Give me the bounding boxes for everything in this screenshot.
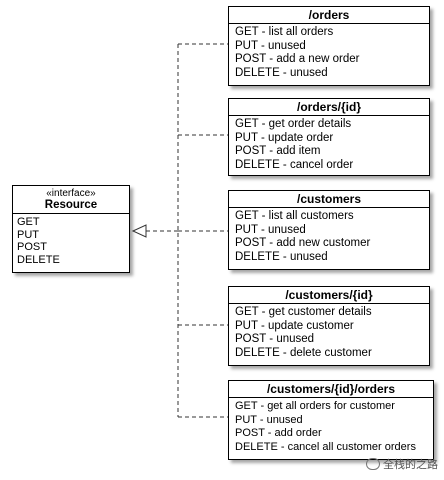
resource-op: PUT - update order xyxy=(235,131,334,144)
resource-ops: GET - get all orders for customer PUT - … xyxy=(229,398,433,454)
interface-method: GET xyxy=(17,216,40,228)
resource-ops: GET - get order details PUT - update ord… xyxy=(229,116,429,172)
resource-op: GET - get customer details xyxy=(235,306,372,318)
resource-box-customers: /customers GET - list all customers PUT … xyxy=(228,190,430,270)
resource-op: POST - add order xyxy=(235,427,322,440)
wechat-icon xyxy=(366,458,380,470)
resource-op: PUT - unused xyxy=(235,413,303,426)
realization-arrowhead xyxy=(131,224,147,238)
resource-op: GET - list all orders xyxy=(235,26,334,38)
resource-op: GET - get order details xyxy=(235,118,352,130)
interface-name: Resource xyxy=(13,199,129,214)
resource-op: DELETE - cancel all customer orders xyxy=(235,440,416,453)
resource-box-customers-id: /customers/{id} GET - get customer detai… xyxy=(228,286,430,366)
resource-box-orders-id: /orders/{id} GET - get order details PUT… xyxy=(228,98,430,176)
interface-method: DELETE xyxy=(17,253,60,266)
resource-op: DELETE - cancel order xyxy=(235,158,354,171)
resource-title: /customers/{id}/orders xyxy=(229,381,433,398)
resource-ops: GET - get customer details PUT - update … xyxy=(229,304,429,360)
resource-interface-box: «interface» Resource GET PUT POST DELETE xyxy=(12,185,130,273)
resource-box-orders: /orders GET - list all orders PUT - unus… xyxy=(228,6,430,86)
resource-op: DELETE - delete customer xyxy=(235,346,372,359)
interface-method: PUT xyxy=(17,228,39,241)
resource-op: PUT - unused xyxy=(235,223,306,236)
resource-op: POST - add item xyxy=(235,145,321,158)
resource-op: PUT - unused xyxy=(235,39,306,52)
resource-box-customers-id-orders: /customers/{id}/orders GET - get all ord… xyxy=(228,380,434,460)
resource-title: /customers xyxy=(229,191,429,208)
resource-op: POST - add a new order xyxy=(235,53,360,66)
resource-op: GET - get all orders for customer xyxy=(235,400,395,412)
interface-stereotype: «interface» xyxy=(46,188,96,199)
interface-methods: GET PUT POST DELETE xyxy=(13,214,129,266)
resource-title: /orders xyxy=(229,7,429,24)
resource-op: DELETE - unused xyxy=(235,66,328,79)
watermark: 全栈的之路 xyxy=(366,456,438,472)
watermark-text: 全栈的之路 xyxy=(383,459,438,471)
resource-ops: GET - list all customers PUT - unused PO… xyxy=(229,208,429,264)
resource-op: POST - unused xyxy=(235,333,315,346)
resource-title: /orders/{id} xyxy=(229,99,429,116)
resource-op: DELETE - unused xyxy=(235,250,328,263)
interface-method: POST xyxy=(17,241,47,254)
resource-ops: GET - list all orders PUT - unused POST … xyxy=(229,24,429,80)
resource-op: POST - add new customer xyxy=(235,237,371,250)
resource-op: GET - list all customers xyxy=(235,210,354,222)
resource-op: PUT - update customer xyxy=(235,319,354,332)
resource-title: /customers/{id} xyxy=(229,287,429,304)
